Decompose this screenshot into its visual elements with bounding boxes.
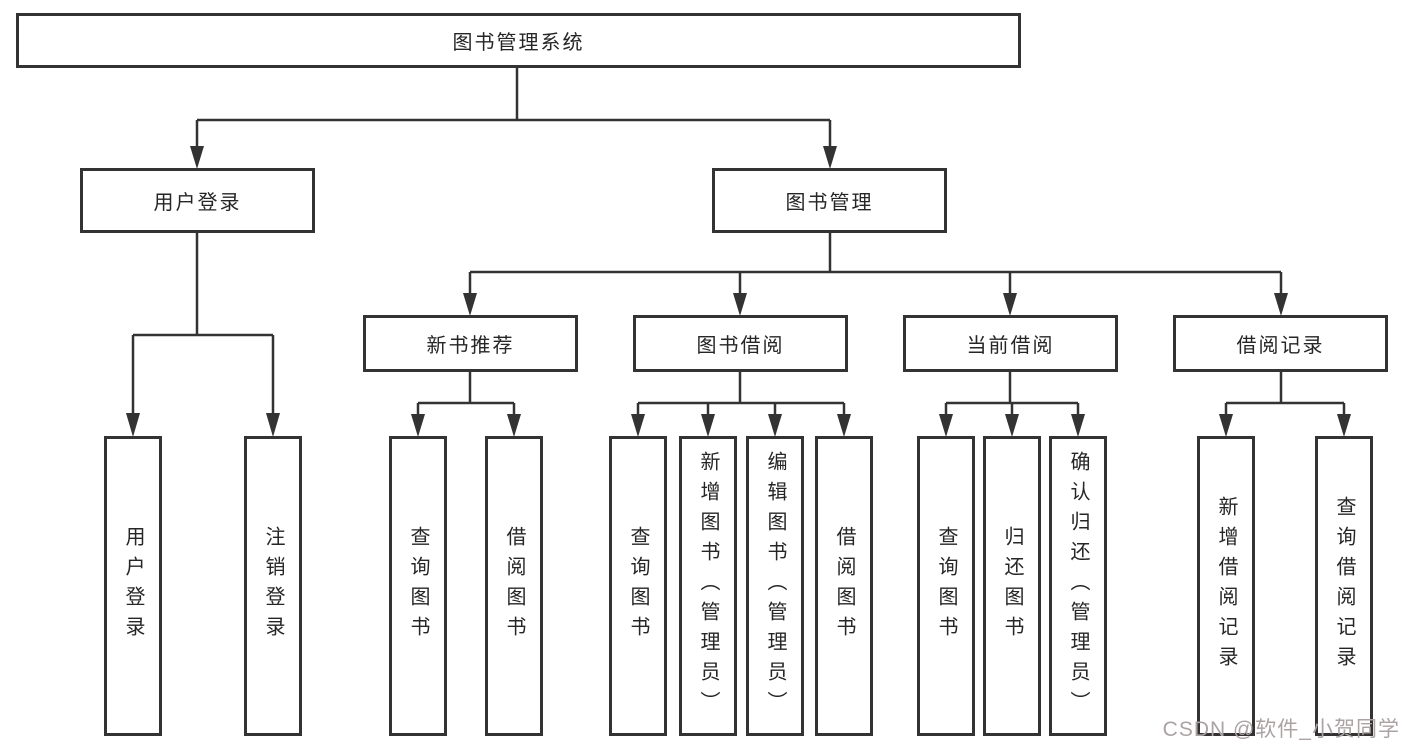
node-book-borrow-label: 图书借阅 bbox=[696, 335, 785, 357]
connector-root-to-level2 bbox=[190, 67, 837, 169]
node-current-borrow: 当前借阅 bbox=[903, 315, 1118, 372]
leaf-borrow-books: 借阅图书 bbox=[815, 436, 873, 736]
leaf-user-login: 用户登录 bbox=[104, 436, 162, 736]
leaf-current-query-books: 查询图书 bbox=[917, 436, 975, 736]
node-new-book-recommend: 新书推荐 bbox=[363, 315, 578, 372]
leaf-recommend-query-books: 查询图书 bbox=[389, 436, 447, 736]
leaf-recommend-borrow-books-label: 借阅图书 bbox=[503, 526, 525, 646]
connector-mgmt-to-level3 bbox=[463, 233, 1288, 316]
node-user-login-label: 用户登录 bbox=[153, 192, 242, 214]
csdn-watermark: CSDN @软件_小贺同学 bbox=[1162, 718, 1400, 741]
connector-recommend-to-leaves bbox=[411, 372, 521, 437]
leaf-borrow-query-books-label: 查询图书 bbox=[627, 526, 649, 646]
node-borrow-records-label: 借阅记录 bbox=[1236, 335, 1325, 357]
leaf-borrow-query-books: 查询图书 bbox=[609, 436, 667, 736]
leaf-logout-label: 注销登录 bbox=[262, 526, 284, 646]
leaf-return-books-label: 归还图书 bbox=[1001, 526, 1023, 646]
leaf-edit-books-admin: 编辑图书（管理员） bbox=[746, 436, 804, 736]
leaf-user-login-label: 用户登录 bbox=[122, 526, 144, 646]
connector-records-to-leaves bbox=[1219, 372, 1351, 437]
leaf-query-borrow-record-label: 查询借阅记录 bbox=[1333, 496, 1355, 676]
leaf-borrow-books-label: 借阅图书 bbox=[833, 526, 855, 646]
leaf-add-borrow-record-label: 新增借阅记录 bbox=[1215, 496, 1237, 676]
node-new-book-recommend-label: 新书推荐 bbox=[426, 335, 515, 357]
connector-borrow-to-leaves bbox=[631, 372, 851, 437]
node-borrow-records: 借阅记录 bbox=[1173, 315, 1388, 372]
connector-current-to-leaves bbox=[939, 372, 1085, 437]
leaf-add-books-admin: 新增图书（管理员） bbox=[679, 436, 737, 736]
node-user-login: 用户登录 bbox=[80, 168, 315, 233]
node-current-borrow-label: 当前借阅 bbox=[966, 335, 1055, 357]
leaf-current-query-books-label: 查询图书 bbox=[935, 526, 957, 646]
leaf-add-borrow-record: 新增借阅记录 bbox=[1197, 436, 1255, 736]
leaf-add-books-admin-label: 新增图书（管理员） bbox=[697, 451, 719, 721]
node-library-system-label: 图书管理系统 bbox=[452, 32, 585, 54]
connector-user-to-leaves bbox=[126, 233, 280, 437]
node-book-management-label: 图书管理 bbox=[785, 192, 874, 214]
leaf-query-borrow-record: 查询借阅记录 bbox=[1315, 436, 1373, 736]
leaf-recommend-borrow-books: 借阅图书 bbox=[485, 436, 543, 736]
leaf-edit-books-admin-label: 编辑图书（管理员） bbox=[764, 451, 786, 721]
node-book-management: 图书管理 bbox=[712, 168, 947, 233]
leaf-confirm-return-admin-label: 确认归还（管理员） bbox=[1067, 451, 1089, 721]
node-library-system: 图书管理系统 bbox=[16, 13, 1021, 68]
leaf-recommend-query-books-label: 查询图书 bbox=[407, 526, 429, 646]
leaf-confirm-return-admin: 确认归还（管理员） bbox=[1049, 436, 1107, 736]
node-book-borrow: 图书借阅 bbox=[633, 315, 848, 372]
leaf-logout: 注销登录 bbox=[244, 436, 302, 736]
leaf-return-books: 归还图书 bbox=[983, 436, 1041, 736]
